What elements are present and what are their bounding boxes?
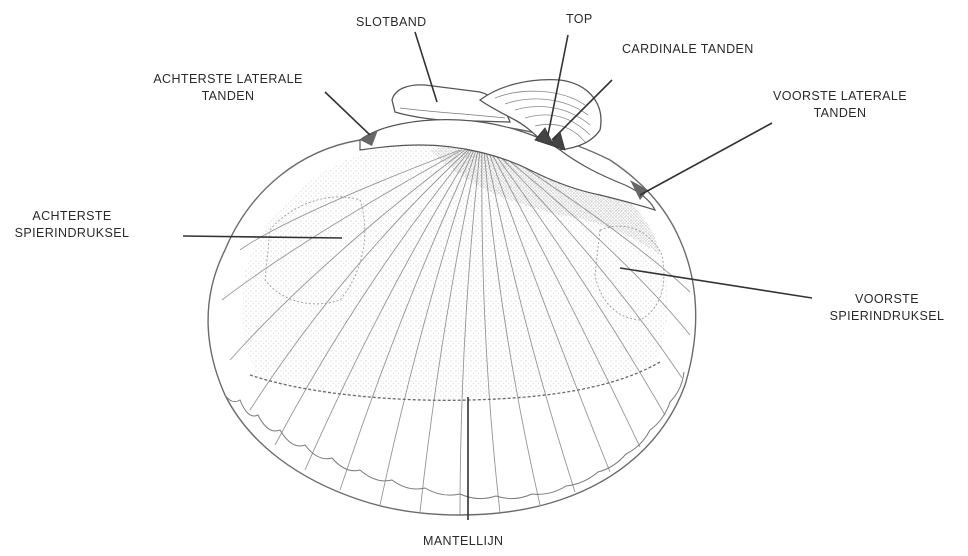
label-slotband: SLOTBAND xyxy=(356,14,427,31)
label-cardinale-tanden: CARDINALE TANDEN xyxy=(622,41,754,58)
leader-achterste-laterale-tanden xyxy=(325,92,370,135)
label-top: TOP xyxy=(566,11,593,28)
label-voorste-laterale-tanden: VOORSTE LATERALE TANDEN xyxy=(745,88,935,122)
label-achterste-laterale-tanden: ACHTERSTE LATERALE TANDEN xyxy=(128,71,328,105)
label-voorste-spierindruksel: VOORSTE SPIERINDRUKSEL xyxy=(812,291,962,325)
label-mantellijn: MANTELLIJN xyxy=(423,533,503,550)
label-achterste-spierindruksel: ACHTERSTE SPIERINDRUKSEL xyxy=(2,208,142,242)
leader-voorste-laterale-tanden xyxy=(640,123,772,195)
